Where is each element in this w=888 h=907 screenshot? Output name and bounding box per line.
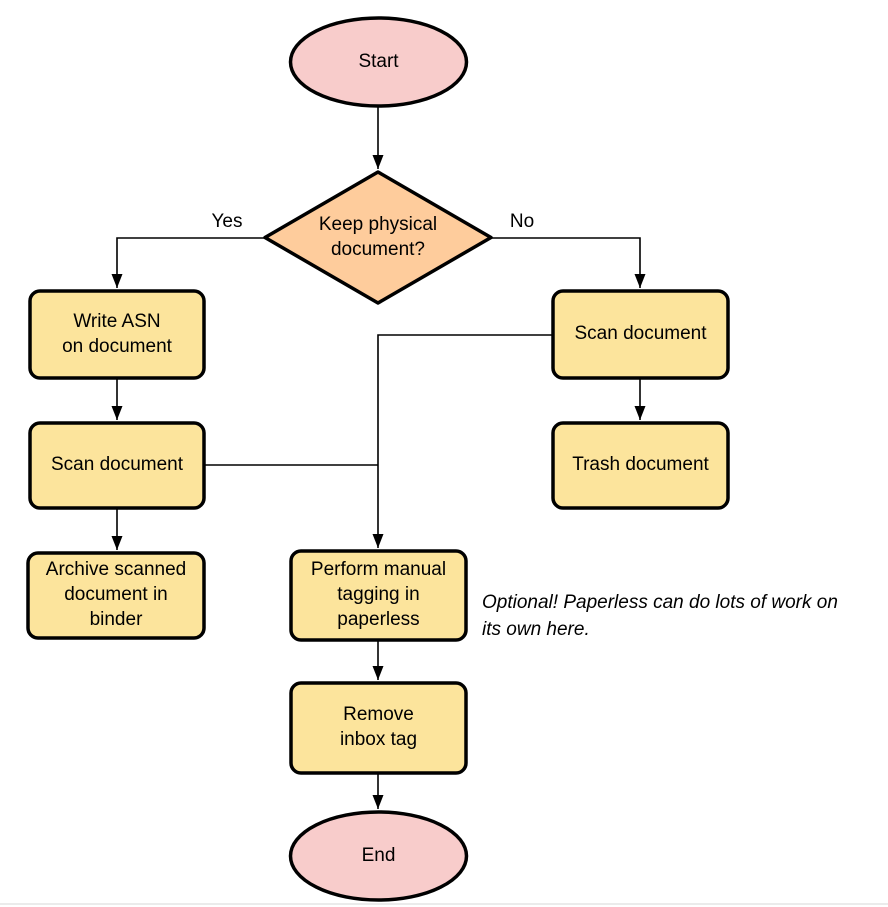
edges-group <box>111 106 646 809</box>
edge-decision-yes <box>111 237 265 288</box>
trash-node-shape <box>551 421 730 510</box>
bottom-divider <box>0 903 888 905</box>
write-asn-node-shape <box>28 289 206 380</box>
edge-decision-no <box>491 237 646 288</box>
edge-label-yes: Yes <box>211 211 243 232</box>
end-node-shape <box>288 810 469 902</box>
edge-scanright-to-tagging <box>372 334 552 548</box>
decision-node-shape <box>263 170 493 305</box>
scan-left-node-shape <box>28 421 206 510</box>
archive-node-shape <box>26 551 206 640</box>
edge-label-no: No <box>509 211 535 232</box>
tagging-node-shape <box>289 549 468 642</box>
optional-note: Optional! Paperless can do lots of work … <box>482 592 838 640</box>
scan-right-node-shape <box>551 289 730 380</box>
start-node-shape <box>288 16 469 108</box>
remove-tag-node-shape <box>289 681 468 775</box>
